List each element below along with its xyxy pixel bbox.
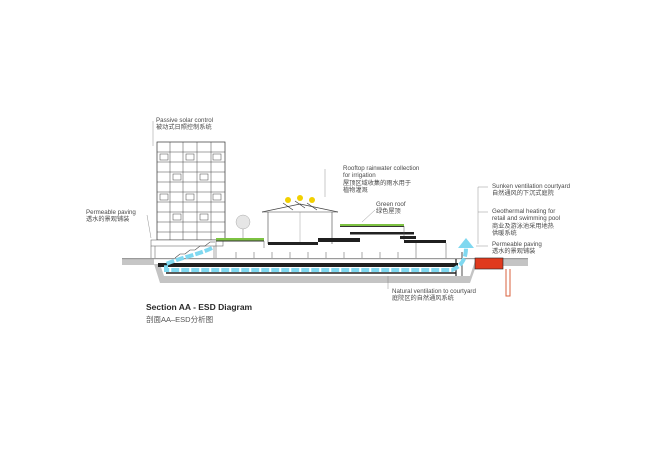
podium-green-roof-left [215,238,265,258]
label-geothermal-en1: Geothermal heating for [492,208,556,215]
label-natural-vent-zh: 庭院区的自然通风系统 [392,295,454,303]
label-passive-solar-en: Passive solar control [156,117,214,124]
label-rainwater-en1: Rooftop rainwater collection [343,165,420,172]
label-permeable-paving-left: Permeable paving 透水的景观铺装 [86,209,136,224]
label-permeable-left-zh: 透水的景观铺装 [86,216,130,224]
label-rainwater-zh1: 屋顶区域收集的雨水用于 [343,179,412,187]
label-passive-solar: Passive solar control 被动式日照控制系统 [156,117,213,132]
stepped-green-roofs [318,224,447,258]
label-passive-solar-zh: 被动式日照控制系统 [156,124,212,132]
label-green-roof: Green roof 绿色屋顶 [376,201,406,216]
label-sunken-en: Sunken ventilation courtyard [492,183,571,190]
rooftop-canopy [261,195,339,245]
label-green-roof-zh: 绿色屋顶 [376,208,401,216]
label-geothermal-zh2: 供暖系统 [492,230,517,238]
label-permeable-left-en: Permeable paving [86,209,136,216]
label-natural-vent-en: Natural ventilation to courtyard [392,288,476,295]
columns [235,252,399,258]
leader-lines [146,121,488,289]
label-permeable-right-zh: 透水的景观铺装 [492,248,536,256]
label-rainwater-zh2: 植物灌溉 [343,187,368,195]
label-green-roof-en: Green roof [376,201,406,208]
label-geothermal: Geothermal heating for retail and swimmi… [492,208,560,238]
label-rainwater: Rooftop rainwater collection for irrigat… [343,165,419,195]
label-permeable-right-en: Permeable paving [492,241,542,248]
diagram-title: Section AA - ESD Diagram [146,302,253,312]
solar-facade-grid [157,142,225,240]
label-rainwater-en2: for irrigation [343,172,376,180]
basement-structure [158,252,463,276]
sun-icons [282,195,318,211]
airflow-path [164,238,474,272]
label-permeable-paving-right: Permeable paving 透水的景观铺装 [492,241,542,256]
label-geothermal-en2: retail and swimming pool [492,215,561,223]
label-geothermal-zh1: 商业及游泳池采用地热 [492,222,554,230]
ground-section [122,258,528,283]
label-sunken-zh: 自然通风的下沉式庭院 [492,190,554,198]
label-natural-ventilation: Natural ventilation to courtyard 庭院区的自然通… [392,288,476,303]
geothermal-system [474,257,511,297]
tower-building [150,141,251,259]
label-sunken-courtyard: Sunken ventilation courtyard 自然通风的下沉式庭院 [492,183,570,198]
diagram-subtitle: 剖面AA–ESD分析图 [146,315,214,324]
